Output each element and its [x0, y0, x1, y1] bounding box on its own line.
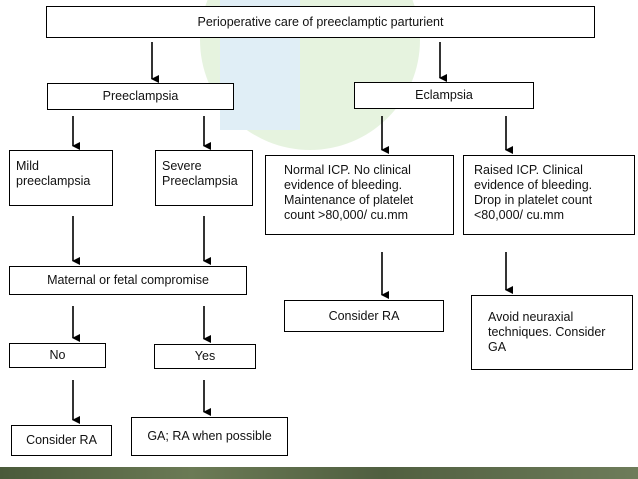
consider-ra-box: Consider RA — [11, 425, 112, 456]
consider-ra-eclampsia-box: Consider RA — [284, 300, 444, 332]
severe-preeclampsia-box: Severe Preeclampsia — [155, 150, 253, 206]
preeclampsia-box: Preeclampsia — [47, 83, 234, 110]
mild-preeclampsia-box: Mild preeclampsia — [9, 150, 113, 206]
no-box: No — [9, 343, 106, 368]
ga-ra-box: GA; RA when possible — [131, 417, 288, 456]
bottom-decorative-bar — [0, 467, 638, 479]
eclampsia-box: Eclampsia — [354, 82, 534, 109]
raised-icp-box: Raised ICP. Clinical evidence of bleedin… — [463, 155, 635, 235]
avoid-neuraxial-box: Avoid neuraxial techniques. Consider GA — [471, 295, 633, 370]
yes-box: Yes — [154, 344, 256, 369]
normal-icp-box: Normal ICP. No clinical evidence of blee… — [265, 155, 454, 235]
compromise-box: Maternal or fetal compromise — [9, 266, 247, 295]
title-box: Perioperative care of preeclamptic partu… — [46, 6, 595, 38]
